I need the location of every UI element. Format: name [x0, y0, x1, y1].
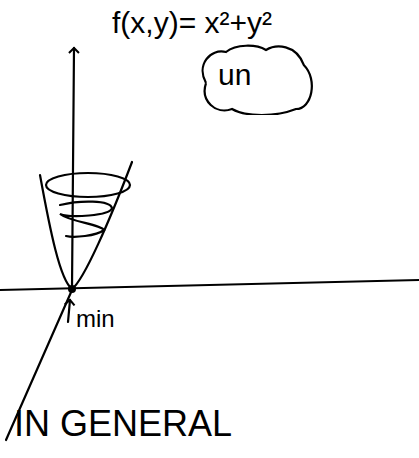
min-label: min [76, 306, 115, 332]
cloud-text: un [196, 44, 316, 91]
z-axis [72, 48, 74, 288]
thought-cloud: un [196, 44, 316, 115]
note-heading: IN GENERAL [14, 404, 232, 444]
paraboloid [40, 162, 132, 289]
min-arrow [68, 300, 70, 322]
level-curve [46, 173, 130, 197]
level-curve [60, 202, 112, 237]
function-formula: f(x,y)= x²+y² [112, 6, 272, 39]
min-point [68, 285, 76, 293]
y-axis [0, 280, 419, 290]
cloud-outline [196, 44, 316, 115]
